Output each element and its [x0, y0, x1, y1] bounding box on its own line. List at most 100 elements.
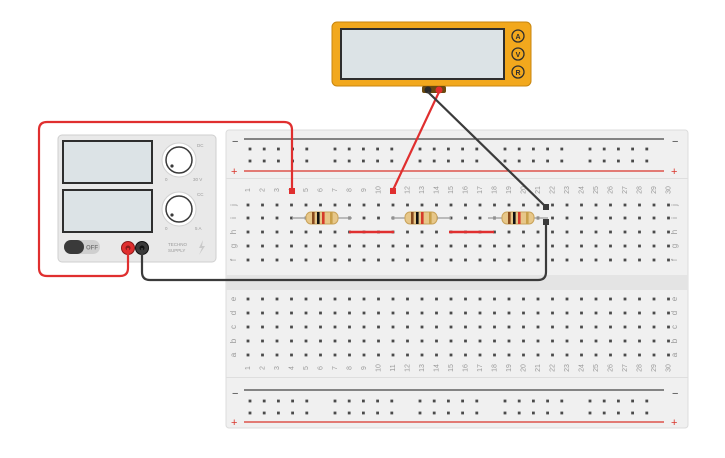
terminal-hole[interactable] [435, 311, 438, 315]
power-switch-thumb[interactable] [64, 240, 84, 254]
terminal-hole[interactable] [594, 216, 598, 220]
terminal-hole[interactable] [551, 353, 554, 357]
rail-hole[interactable] [333, 399, 337, 403]
terminal-hole[interactable] [377, 297, 380, 301]
terminal-hole[interactable] [551, 339, 554, 343]
terminal-hole[interactable] [348, 258, 351, 262]
rail-hole[interactable] [248, 411, 252, 415]
terminal-hole[interactable] [580, 311, 583, 315]
rail-hole[interactable] [517, 147, 521, 151]
rail-hole[interactable] [617, 159, 620, 163]
rail-hole[interactable] [560, 147, 564, 151]
terminal-hole[interactable] [449, 339, 453, 343]
terminal-hole[interactable] [623, 203, 627, 207]
rail-hole[interactable] [532, 411, 535, 415]
rail-hole[interactable] [262, 147, 266, 151]
terminal-hole[interactable] [261, 216, 264, 220]
rail-hole[interactable] [645, 159, 649, 163]
terminal-hole[interactable] [464, 244, 467, 248]
terminal-hole[interactable] [275, 311, 279, 315]
terminal-hole[interactable] [565, 258, 569, 262]
terminal-hole[interactable] [478, 339, 482, 343]
terminal-hole[interactable] [609, 297, 612, 301]
rail-hole[interactable] [560, 411, 564, 415]
terminal-hole[interactable] [551, 216, 554, 220]
terminal-hole[interactable] [304, 353, 308, 357]
terminal-hole[interactable] [493, 244, 496, 248]
terminal-hole[interactable] [261, 311, 264, 315]
terminal-hole[interactable] [362, 311, 366, 315]
terminal-hole[interactable] [623, 244, 627, 248]
rail-hole[interactable] [588, 399, 592, 403]
rail-hole[interactable] [291, 399, 294, 403]
terminal-hole[interactable] [565, 311, 569, 315]
terminal-hole[interactable] [304, 339, 308, 343]
rail-hole[interactable] [602, 399, 606, 403]
terminal-hole[interactable] [652, 203, 656, 207]
terminal-hole[interactable] [275, 230, 279, 234]
terminal-hole[interactable] [464, 339, 467, 343]
terminal-hole[interactable] [536, 353, 540, 357]
terminal-hole[interactable] [609, 325, 612, 329]
terminal-hole[interactable] [493, 297, 496, 301]
terminal-hole[interactable] [609, 216, 612, 220]
terminal-hole[interactable] [420, 297, 424, 301]
rail-hole[interactable] [517, 399, 521, 403]
terminal-hole[interactable] [667, 311, 670, 315]
terminal-hole[interactable] [246, 297, 250, 301]
terminal-hole[interactable] [565, 244, 569, 248]
rail-hole[interactable] [546, 399, 549, 403]
terminal-hole[interactable] [478, 325, 482, 329]
terminal-hole[interactable] [551, 258, 554, 262]
terminal-hole[interactable] [623, 325, 627, 329]
terminal-hole[interactable] [246, 216, 250, 220]
terminal-hole[interactable] [246, 325, 250, 329]
probe-port-positive[interactable] [435, 86, 443, 94]
terminal-hole[interactable] [391, 353, 395, 357]
terminal-hole[interactable] [406, 244, 409, 248]
terminal-hole[interactable] [406, 230, 409, 234]
resistor-r3[interactable] [488, 211, 548, 225]
rail-hole[interactable] [362, 147, 365, 151]
rail-hole[interactable] [390, 411, 394, 415]
terminal-hole[interactable] [551, 311, 554, 315]
terminal-hole[interactable] [667, 216, 670, 220]
terminal-hole[interactable] [319, 325, 322, 329]
terminal-hole[interactable] [275, 339, 279, 343]
terminal-hole[interactable] [536, 230, 540, 234]
rail-hole[interactable] [305, 399, 309, 403]
terminal-hole[interactable] [275, 258, 279, 262]
terminal-hole[interactable] [261, 258, 264, 262]
terminal-hole[interactable] [536, 311, 540, 315]
terminal-hole[interactable] [536, 244, 540, 248]
rail-hole[interactable] [503, 159, 507, 163]
terminal-hole[interactable] [594, 311, 598, 315]
terminal-hole[interactable] [246, 244, 250, 248]
terminal-hole[interactable] [551, 297, 554, 301]
terminal-hole[interactable] [304, 230, 308, 234]
terminal-hole[interactable] [623, 339, 627, 343]
terminal-hole[interactable] [377, 325, 380, 329]
rail-hole[interactable] [503, 411, 507, 415]
terminal-hole[interactable] [565, 230, 569, 234]
terminal-hole[interactable] [348, 353, 351, 357]
rail-hole[interactable] [305, 159, 309, 163]
rail-hole[interactable] [532, 399, 535, 403]
rail-hole[interactable] [390, 399, 394, 403]
terminal-hole[interactable] [464, 353, 467, 357]
terminal-hole[interactable] [464, 311, 467, 315]
rail-hole[interactable] [588, 147, 592, 151]
terminal-hole[interactable] [652, 258, 656, 262]
rail-hole[interactable] [588, 159, 592, 163]
voltage-knob[interactable] [165, 146, 193, 174]
terminal-hole[interactable] [551, 230, 554, 234]
rail-hole[interactable] [602, 147, 606, 151]
rail-hole[interactable] [248, 147, 252, 151]
terminal-hole[interactable] [319, 258, 322, 262]
mode-button-volts[interactable] [511, 47, 525, 61]
terminal-hole[interactable] [420, 311, 424, 315]
terminal-hole[interactable] [304, 311, 308, 315]
terminal-hole[interactable] [652, 297, 656, 301]
terminal-hole[interactable] [638, 325, 641, 329]
